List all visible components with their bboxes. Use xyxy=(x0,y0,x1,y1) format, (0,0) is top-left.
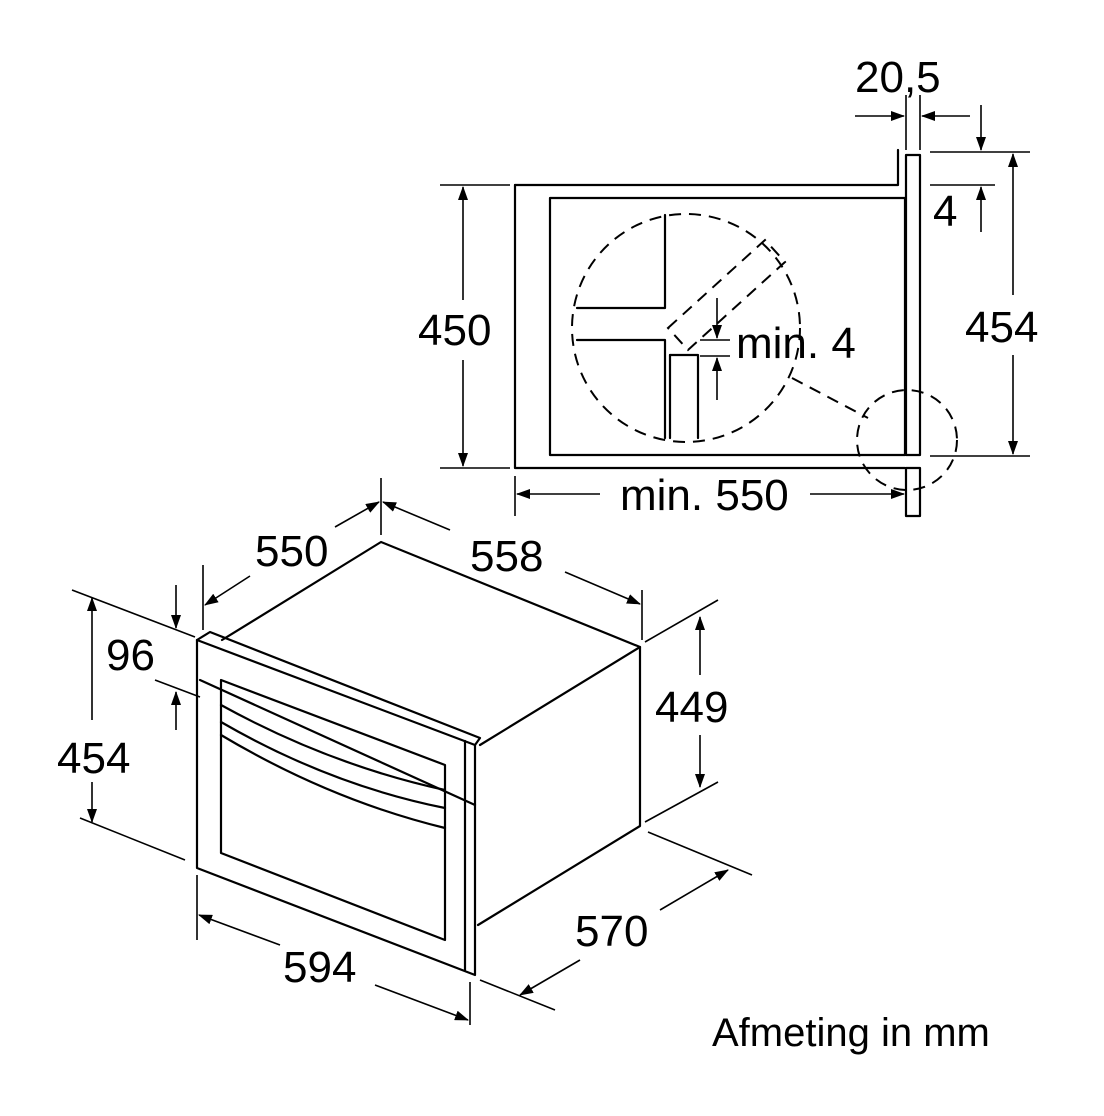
side-section-view xyxy=(440,95,1030,518)
label-width-558: 558 xyxy=(470,532,543,581)
body-top xyxy=(220,540,642,747)
label-cut-height: 450 xyxy=(418,306,491,355)
handle-lower xyxy=(219,733,447,830)
dim-570-arrow-left xyxy=(519,959,581,996)
label-depth-550: 550 xyxy=(255,527,328,576)
detail-corner-bottom xyxy=(575,338,667,440)
label-cut-depth: min. 550 xyxy=(620,471,789,520)
dim-550i-arrow-left xyxy=(204,575,251,606)
dim-594-arrow-left xyxy=(198,914,281,946)
leader-dashed xyxy=(791,377,869,419)
cabinet-outer xyxy=(513,183,907,470)
isometric-view xyxy=(71,478,753,1025)
handle-top xyxy=(219,703,447,792)
label-width-594: 594 xyxy=(283,943,356,992)
label-depth-570: 570 xyxy=(575,907,648,956)
door-window xyxy=(219,678,447,942)
label-left-454: 454 xyxy=(57,734,130,783)
detail-corner-top xyxy=(575,213,667,310)
label-top-gap: 20,5 xyxy=(855,53,941,102)
dim-449-ext-bottom xyxy=(644,781,719,823)
detail-circle xyxy=(571,213,801,443)
dim-449-ext-top xyxy=(644,599,719,643)
dim-454l-ext-bottom xyxy=(79,817,186,861)
panel-line xyxy=(198,678,477,807)
front-panel-lower xyxy=(904,466,922,518)
dim-558-arrow-left xyxy=(382,501,451,531)
dim-594-arrow-right xyxy=(374,984,469,1021)
corner-detail-circle xyxy=(856,389,958,491)
detail-rail xyxy=(668,353,700,440)
label-front-height: 454 xyxy=(965,303,1038,352)
front-panel xyxy=(904,153,922,457)
handle-bottom xyxy=(219,720,447,810)
cabinet-outer-top xyxy=(513,148,900,187)
label-panel-96: 96 xyxy=(106,631,155,680)
dim-96-ext xyxy=(154,679,201,698)
frame-top-edge xyxy=(195,630,482,747)
dimension-labels: 20,5 4 450 454 min. 4 min. 550 550 558 9… xyxy=(57,53,1038,1055)
label-min-gap: min. 4 xyxy=(736,319,856,368)
dim-570-ext-left xyxy=(479,979,556,1011)
dim-570-ext-right xyxy=(647,831,753,876)
dim-558-arrow-right xyxy=(564,571,641,605)
detail-dashed-part xyxy=(666,238,787,352)
label-top-small: 4 xyxy=(933,187,957,236)
dim-550i-arrow-right xyxy=(334,501,380,528)
dim-570-arrow-right xyxy=(659,869,729,911)
label-right-449: 449 xyxy=(655,683,728,732)
body-side xyxy=(476,645,642,927)
caption-units: Afmeting in mm xyxy=(712,1011,990,1055)
front-frame xyxy=(195,638,477,977)
